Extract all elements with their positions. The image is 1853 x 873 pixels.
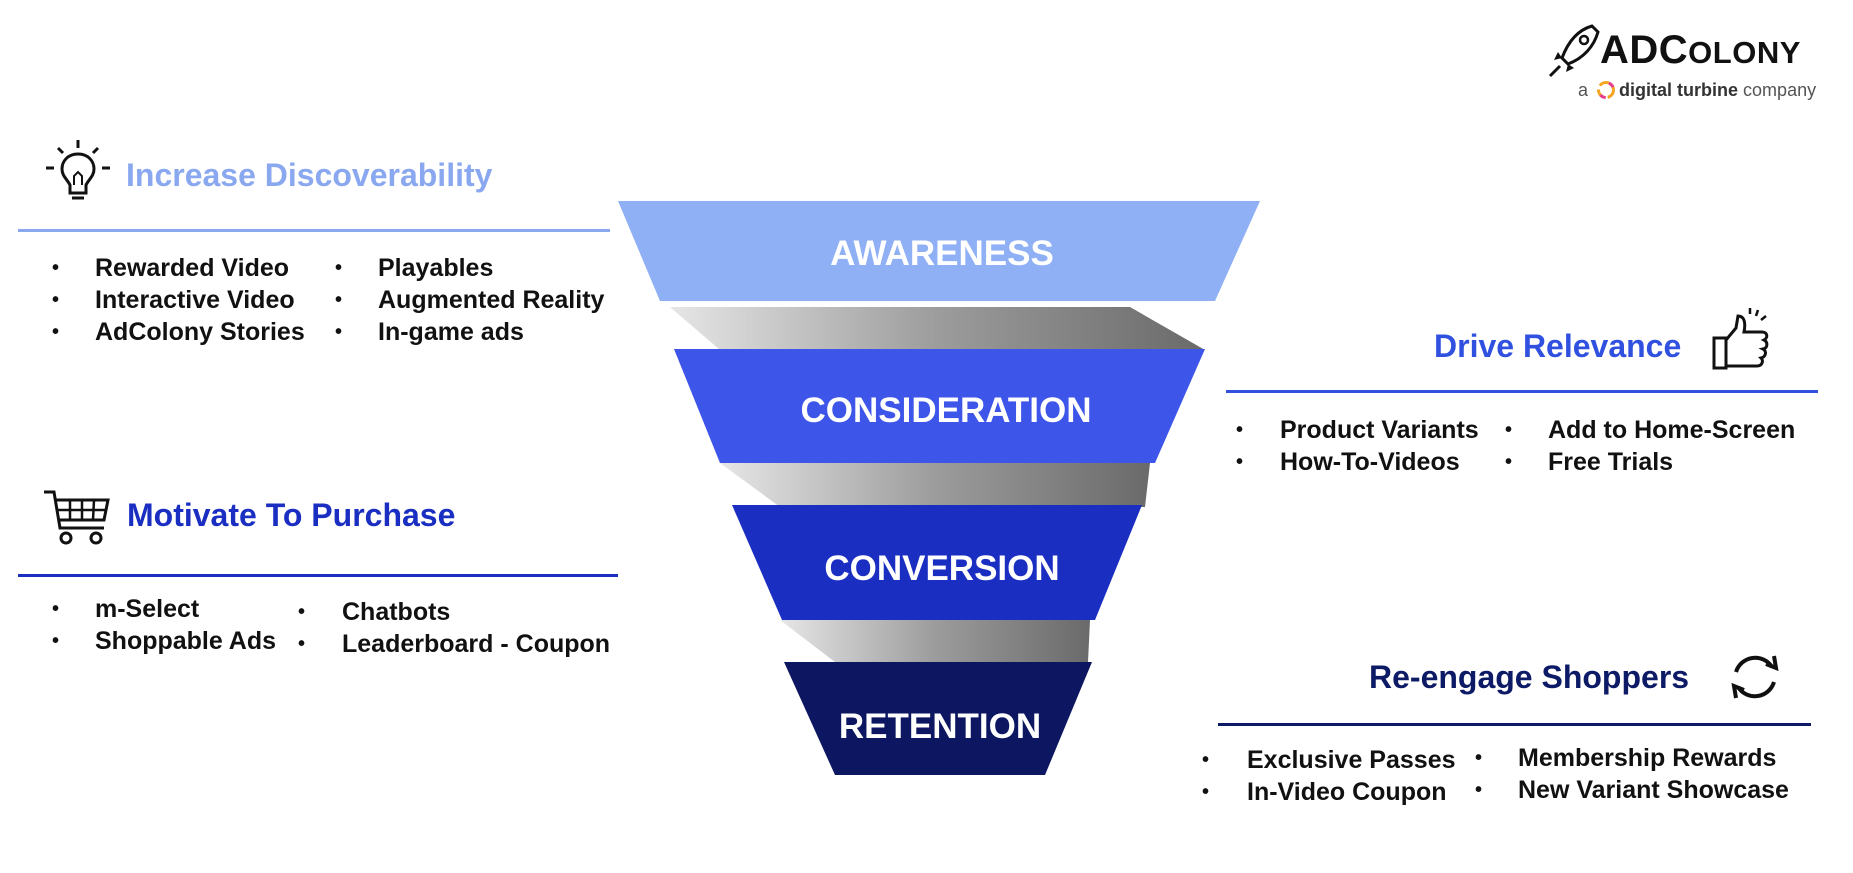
relevance-divider <box>1226 390 1818 393</box>
list-item: AdColony Stories <box>95 318 305 346</box>
list-item: Product Variants <box>1280 416 1479 444</box>
list-item: New Variant Showcase <box>1518 776 1789 804</box>
list-item: In-game ads <box>378 318 524 346</box>
list-item: Free Trials <box>1548 448 1674 476</box>
shopping-cart-icon <box>44 490 110 545</box>
refresh-icon <box>1731 655 1779 699</box>
logo-tagline: a digital turbine company <box>1578 80 1817 100</box>
funnel-connector <box>720 463 1150 507</box>
funnel-stage-consideration <box>674 349 1205 463</box>
purchase-divider <box>18 574 618 577</box>
list-item: Membership Rewards <box>1518 744 1777 772</box>
list-item: Augmented Reality <box>378 286 605 314</box>
digital-turbine-logo-icon <box>1597 81 1616 99</box>
list-item: Rewarded Video <box>95 254 290 282</box>
list-item: How-To-Videos <box>1280 448 1460 476</box>
list-item: Playables <box>378 254 494 282</box>
relevance-title: Drive Relevance <box>1434 328 1682 364</box>
list-item: Leaderboard - Coupon <box>342 630 611 658</box>
reengage-title: Re-engage Shoppers <box>1369 659 1690 695</box>
list-item: In-Video Coupon <box>1247 778 1447 806</box>
list-item: Chatbots <box>342 598 451 626</box>
logo-wordmark: ADCOLONY <box>1600 28 1801 72</box>
funnel-stage-awareness <box>618 201 1260 301</box>
purchase-title: Motivate To Purchase <box>127 497 456 533</box>
marketing-funnel: AWARENESS CONSIDERATION CONVERSION RETEN… <box>618 201 1260 775</box>
funnel-stage-conversion <box>732 505 1142 620</box>
list-item: Add to Home-Screen <box>1548 416 1796 444</box>
funnel-stage-retention <box>784 662 1092 775</box>
rocket-icon <box>1548 24 1600 78</box>
stage-label-consideration: CONSIDERATION <box>800 391 1091 430</box>
stage-label-conversion: CONVERSION <box>824 549 1059 588</box>
list-item: Shoppable Ads <box>95 627 277 655</box>
list-item: Exclusive Passes <box>1247 746 1456 774</box>
discover-title: Increase Discoverability <box>126 157 493 193</box>
reengage-divider <box>1218 723 1811 726</box>
stage-label-retention: RETENTION <box>839 707 1041 746</box>
discover-divider <box>18 229 610 232</box>
funnel-connector <box>780 620 1090 662</box>
list-item: Interactive Video <box>95 286 295 314</box>
adcolony-logo: ADCOLONY a digital turbine company <box>1548 22 1828 112</box>
thumbs-up-icon <box>1712 308 1769 370</box>
stage-label-awareness: AWARENESS <box>830 234 1054 273</box>
lightbulb-icon <box>46 140 110 200</box>
funnel-connector <box>670 307 1205 350</box>
list-item: m-Select <box>95 595 200 623</box>
